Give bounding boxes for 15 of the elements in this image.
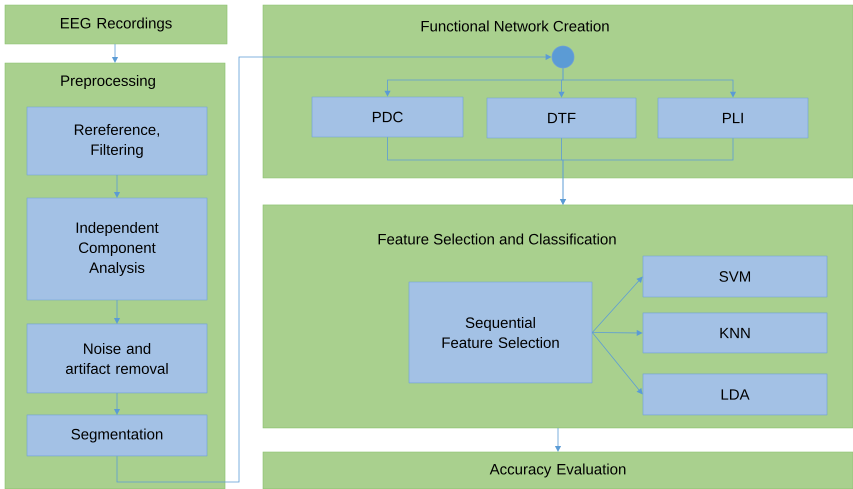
process-box: SVM xyxy=(642,256,828,298)
process-box: PDC xyxy=(312,96,464,138)
process-box: KNN xyxy=(642,312,828,354)
process-box: Rereference, Filtering xyxy=(26,106,208,176)
process-box: PLI xyxy=(658,98,808,138)
process-box: Noise and artifact removal xyxy=(26,324,208,394)
stage-box: EEG Recordings xyxy=(4,4,228,44)
process-box: Sequential Feature Selection xyxy=(408,282,592,384)
process-box: Segmentation xyxy=(26,414,208,456)
arrow xyxy=(592,332,643,394)
junction-circle xyxy=(552,46,574,68)
process-box: Independent Component Analysis xyxy=(26,198,208,300)
process-box: DTF xyxy=(486,98,636,138)
process-box: LDA xyxy=(642,374,828,416)
stage-box: Accuracy Evaluation xyxy=(262,452,853,489)
